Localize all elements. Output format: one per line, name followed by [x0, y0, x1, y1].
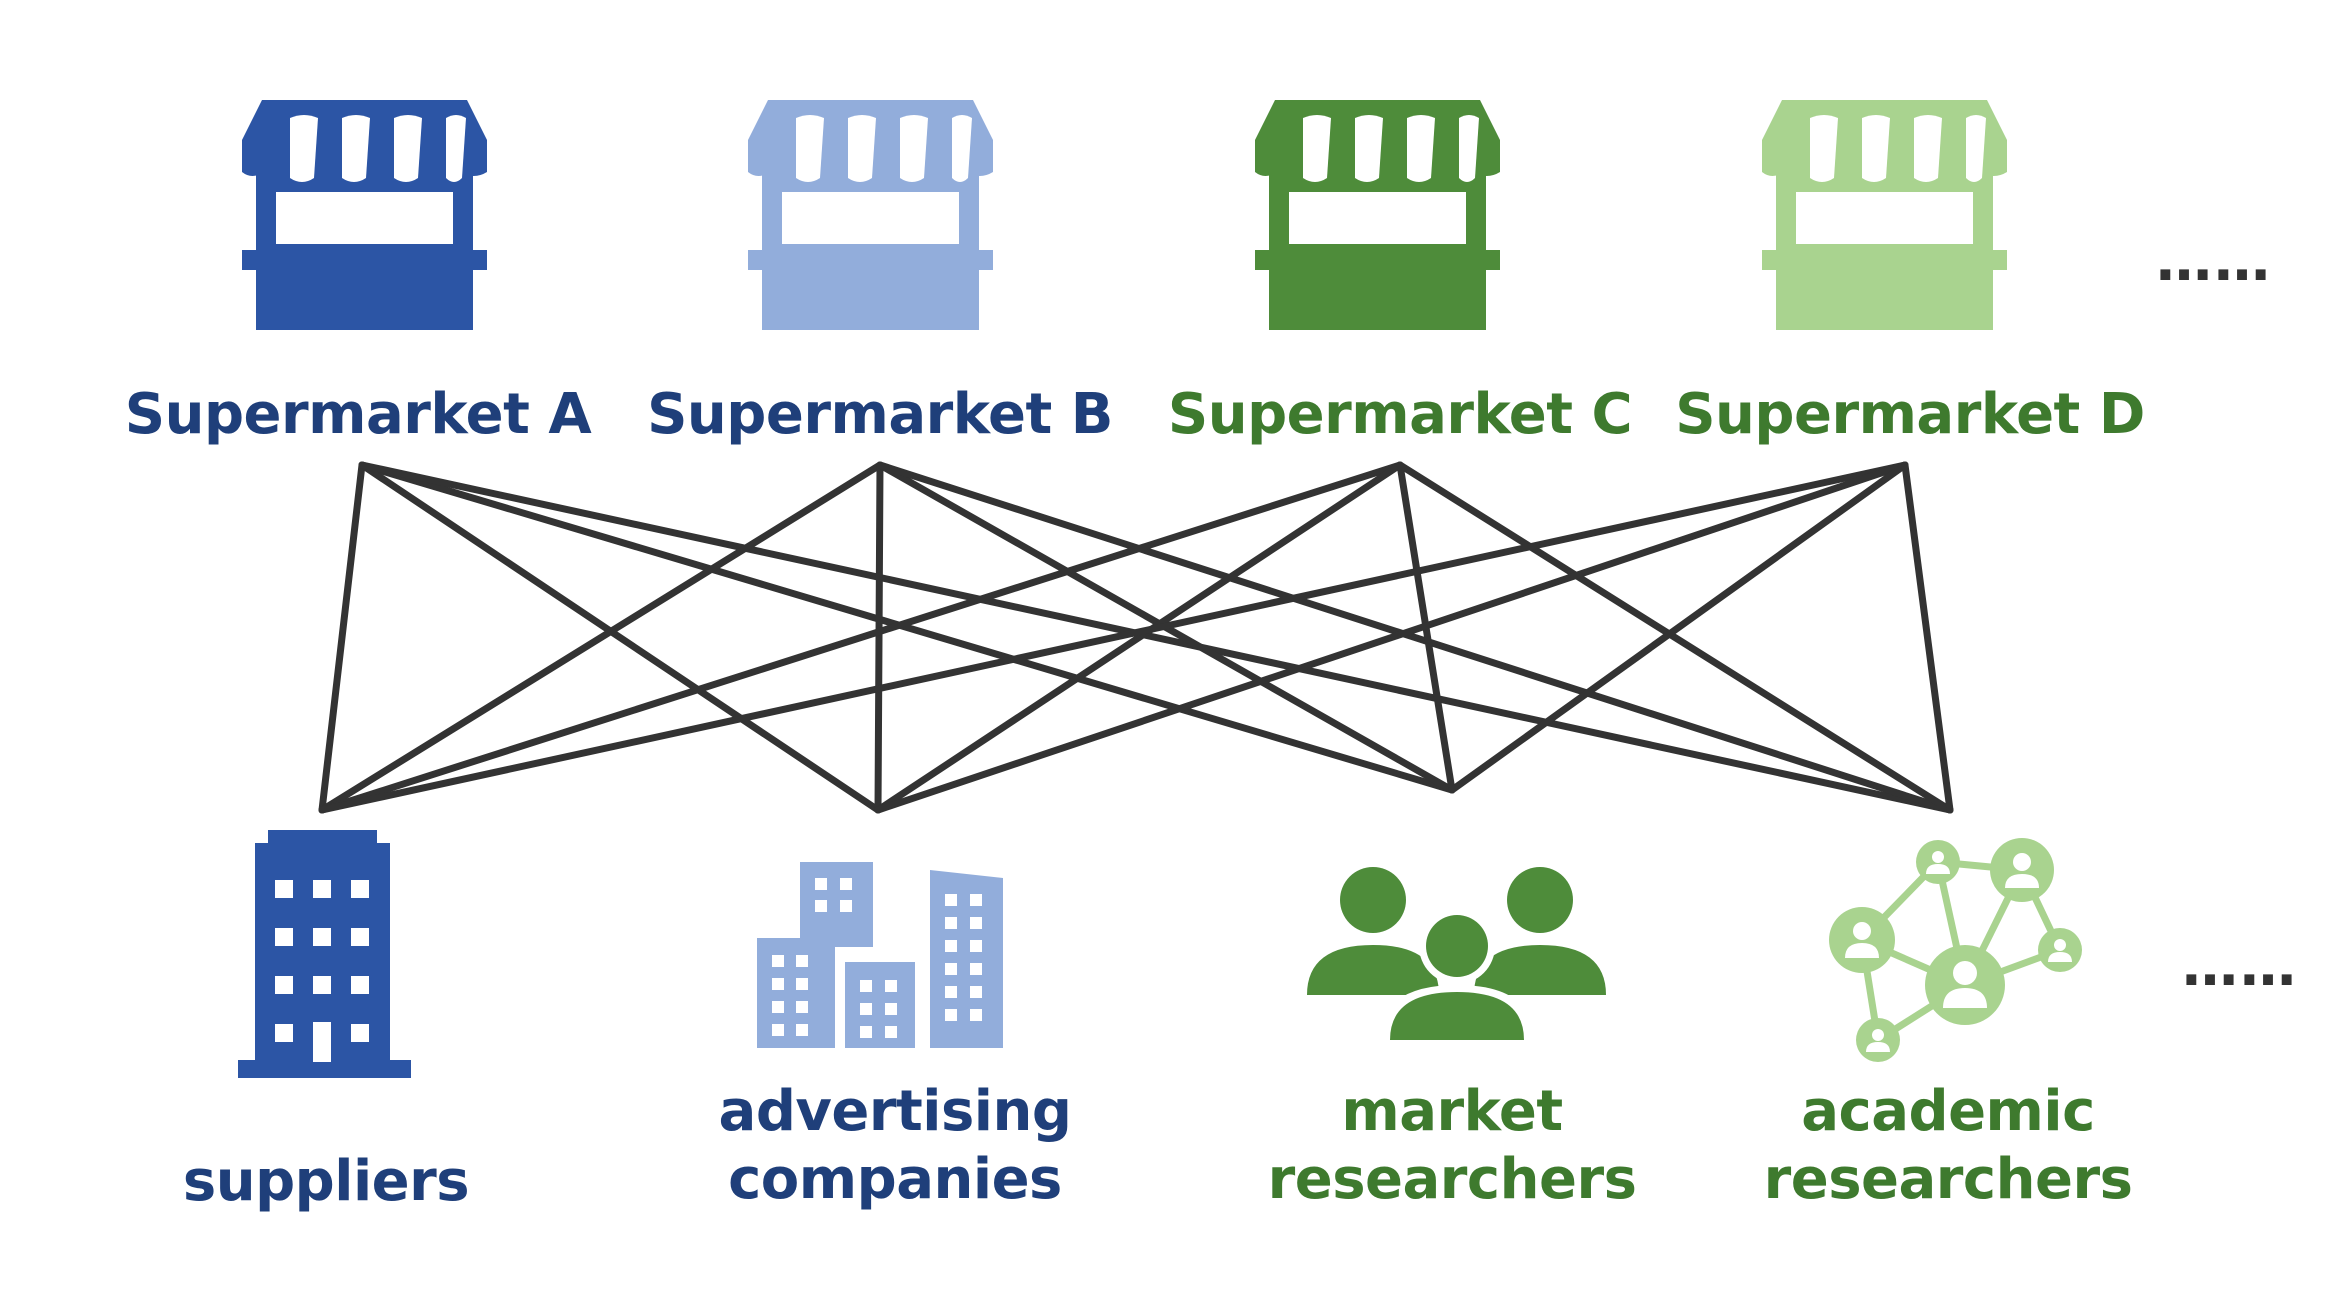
office-building-icon [238, 830, 411, 1078]
connection-line [874, 461, 1404, 814]
city-buildings-icon [757, 862, 1003, 1048]
suppliers-label: suppliers [183, 1149, 469, 1214]
connection-line [318, 461, 366, 814]
connection-line [1396, 461, 1954, 814]
connection-lines [318, 461, 1954, 814]
more-consumers-ellipsis: …… [2182, 934, 2298, 999]
supermarket-a-label: Supermarket A [125, 382, 593, 447]
connection-line [358, 461, 1954, 814]
market-researchers-label-line1: market [1341, 1079, 1562, 1144]
connection-line [874, 461, 884, 814]
connection-line [876, 461, 1954, 814]
supermarket-c-storefront-icon [1255, 100, 1500, 330]
academic-researchers-label-line2: researchers [1764, 1147, 2133, 1212]
connection-line [318, 461, 884, 814]
people-group-icon [1307, 867, 1606, 1045]
network-people-icon [1829, 838, 2082, 1062]
supermarket-a-storefront-icon [242, 100, 487, 330]
connection-line [1448, 461, 1909, 794]
advertising-companies-label-line1: advertising [719, 1079, 1072, 1144]
academic-researchers-label-line1: academic [1801, 1079, 2095, 1144]
advertising-companies-label-line2: companies [728, 1147, 1062, 1212]
supermarket-b-label: Supermarket B [647, 382, 1113, 447]
supermarket-c-label: Supermarket C [1168, 382, 1632, 447]
connection-line [358, 461, 882, 814]
connection-line [358, 461, 1456, 794]
market-researchers-label-line2: researchers [1268, 1147, 1637, 1212]
supermarket-d-label: Supermarket D [1675, 382, 2145, 447]
connection-line [318, 461, 1404, 814]
connection-line [1901, 461, 1954, 814]
supermarket-d-storefront-icon [1762, 100, 2007, 330]
connection-line [318, 461, 1909, 814]
connection-line [874, 461, 1909, 814]
supermarket-b-storefront-icon [748, 100, 993, 330]
more-supermarkets-ellipsis: …… [2156, 229, 2272, 294]
